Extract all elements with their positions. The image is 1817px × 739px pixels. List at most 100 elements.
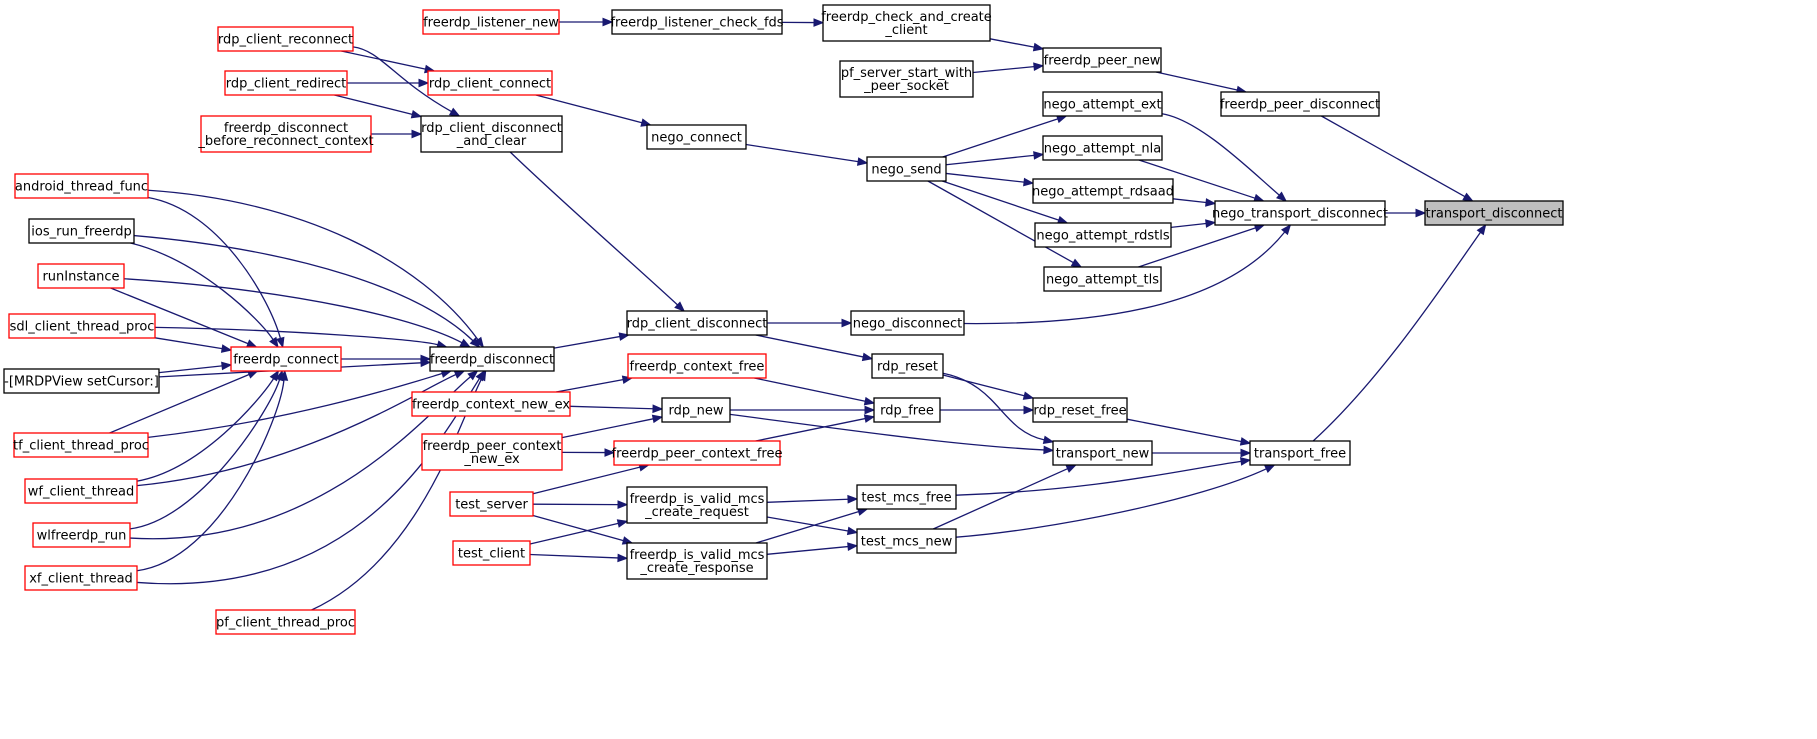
node-test-server[interactable]: test_server: [449, 491, 534, 517]
node-test-client[interactable]: test_client: [452, 540, 531, 566]
node-nego-attempt-nla[interactable]: nego_attempt_nla: [1042, 135, 1163, 161]
node-box: [452, 540, 531, 566]
node-label: android_thread_func: [15, 180, 148, 195]
node-box: [871, 353, 944, 379]
node-box: [1043, 266, 1162, 292]
node-box: [1042, 47, 1162, 73]
node-label: test_mcs_new: [861, 535, 953, 550]
node-box: [37, 263, 125, 289]
arrowhead-icon: [674, 301, 686, 312]
arrowhead-icon: [420, 358, 432, 368]
node-freerdp-is-valid-mcs-create-response[interactable]: freerdp_is_valid_mcs_create_response: [626, 542, 768, 580]
node-freerdp-check-and-create-client[interactable]: freerdp_check_and_create_client: [821, 4, 992, 42]
node-rdp-client-reconnect[interactable]: rdp_client_reconnect: [217, 26, 354, 52]
edge-android_thread_func-to-freerdp_disconnect: [147, 189, 485, 349]
node-rdp-reset-free[interactable]: rdp_reset_free: [1032, 397, 1128, 423]
edge-line: [766, 545, 849, 555]
node-freerdp-peer-disconnect[interactable]: freerdp_peer_disconnect: [1220, 91, 1380, 117]
node-ios-run-freerdp[interactable]: ios_run_freerdp: [28, 218, 135, 244]
node-freerdp-peer-context-new-ex[interactable]: freerdp_peer_context_new_ex: [421, 433, 563, 471]
node-rdp-client-disconnect-and-clear[interactable]: rdp_client_disconnect_and_clear: [420, 115, 563, 153]
node-nego-attempt-tls[interactable]: nego_attempt_tls: [1043, 266, 1162, 292]
arrowhead-icon: [863, 396, 876, 406]
node-wf-client-thread[interactable]: wf_client_thread: [24, 478, 138, 504]
node-freerdp-listener-new[interactable]: freerdp_listener_new: [422, 9, 560, 35]
node-android-thread-func[interactable]: android_thread_func: [14, 173, 149, 199]
node-pf-server-start-with-peer-socket[interactable]: pf_server_start_with_peer_socket: [839, 60, 974, 98]
node-label: nego_attempt_ext: [1043, 98, 1161, 113]
node-freerdp-connect[interactable]: freerdp_connect: [230, 346, 342, 372]
node-wlfreerdp-run[interactable]: wlfreerdp_run: [32, 522, 131, 548]
node-nego-transport-disconnect[interactable]: nego_transport_disconnect: [1212, 200, 1388, 226]
edge-line: [942, 118, 1058, 158]
edges-layer: [109, 17, 1487, 611]
node-freerdp-is-valid-mcs-create-request[interactable]: freerdp_is_valid_mcs_create_request: [626, 486, 768, 524]
node-rdp-free[interactable]: rdp_free: [873, 397, 941, 423]
node-nego-attempt-rdsaad[interactable]: nego_attempt_rdsaad: [1032, 178, 1174, 204]
node-rdp-client-disconnect[interactable]: rdp_client_disconnect: [626, 310, 768, 336]
edge-line: [555, 378, 624, 393]
node-xf-client-thread[interactable]: xf_client_thread: [24, 565, 138, 591]
edge-line: [745, 143, 859, 163]
node-freerdp-peer-new[interactable]: freerdp_peer_new: [1042, 47, 1162, 73]
node-label: freerdp_peer_disconnect: [1220, 98, 1380, 113]
edge-rdp_client_disconnect-to-nego_disconnect: [767, 318, 853, 328]
node-box: [856, 484, 957, 510]
node-box: [611, 9, 783, 35]
node-rdp-client-redirect[interactable]: rdp_client_redirect: [224, 70, 348, 96]
node-freerdp-disconnect-before-reconnect-context[interactable]: freerdp_disconnect_before_reconnect_cont…: [197, 115, 374, 153]
edge-line: [532, 466, 641, 495]
edge-freerdp_context_new_ex-to-rdp_new: [569, 404, 664, 414]
node-nego-connect[interactable]: nego_connect: [646, 124, 747, 150]
node-freerdp-listener-check-fds[interactable]: freerdp_listener_check_fds: [610, 9, 784, 35]
edge-android_thread_func-to-freerdp_connect: [147, 196, 285, 349]
node-label: _before_reconnect_context: [197, 134, 373, 149]
edge-line: [123, 278, 463, 344]
node-transport-new[interactable]: transport_new: [1052, 440, 1153, 466]
node-box: [217, 26, 354, 52]
edge-line: [109, 373, 250, 434]
node-tf-client-thread-proc[interactable]: tf_client_thread_proc: [13, 432, 149, 458]
node-rdp-new[interactable]: rdp_new: [661, 397, 731, 423]
node-pf-client-thread-proc[interactable]: pf_client_thread_proc: [215, 609, 356, 635]
node-label: rdp_client_disconnect: [421, 121, 562, 136]
node-freerdp-peer-context-free[interactable]: freerdp_peer_context_free: [612, 440, 783, 466]
node-nego-attempt-rdstls[interactable]: nego_attempt_rdstls: [1034, 222, 1172, 248]
node-test-mcs-free[interactable]: test_mcs_free: [856, 484, 957, 510]
node-freerdp-context-free[interactable]: freerdp_context_free: [627, 353, 767, 379]
node-nego-send[interactable]: nego_send: [866, 156, 947, 182]
node-nego-attempt-ext[interactable]: nego_attempt_ext: [1042, 91, 1163, 117]
node-transport-disconnect[interactable]: transport_disconnect: [1424, 200, 1564, 226]
node-sdl-client-thread-proc[interactable]: sdl_client_thread_proc: [8, 313, 156, 339]
node-runInstance[interactable]: runInstance: [37, 263, 125, 289]
edge-rdp_free-to-rdp_reset_free: [940, 405, 1035, 415]
edge-line: [942, 372, 1045, 441]
node-label: test_server: [455, 498, 528, 513]
node-mrdpview-setcursor[interactable]: -[MRDPView setCursor:]: [3, 368, 160, 394]
node-box: [28, 218, 135, 244]
node-box: [839, 60, 974, 98]
node-transport-free[interactable]: transport_free: [1249, 440, 1351, 466]
node-rdp-client-connect[interactable]: rdp_client_connect: [427, 70, 553, 96]
node-label: _and_clear: [456, 134, 527, 149]
edge-test_client-to-freerdp_is_valid_mcs_create_response: [529, 553, 629, 563]
node-rdp-reset[interactable]: rdp_reset: [871, 353, 944, 379]
node-box: [850, 310, 965, 336]
edge-line: [1321, 115, 1466, 198]
node-label: rdp_reset_free: [1033, 404, 1126, 419]
arrowhead-icon: [467, 370, 479, 381]
node-nego-disconnect[interactable]: nego_disconnect: [850, 310, 965, 336]
node-label: tf_client_thread_proc: [13, 439, 149, 454]
edge-line: [1172, 198, 1207, 204]
node-label: freerdp_check_and_create: [821, 10, 992, 25]
node-box: [14, 173, 149, 199]
node-box: [230, 346, 342, 372]
node-freerdp-context-new-ex[interactable]: freerdp_context_new_ex: [411, 391, 571, 417]
node-freerdp-disconnect[interactable]: freerdp_disconnect: [429, 346, 555, 372]
node-test-mcs-new[interactable]: test_mcs_new: [856, 528, 957, 554]
edge-rdp_new-to-rdp_free: [730, 405, 876, 415]
node-box: [1042, 135, 1163, 161]
edge-line: [945, 154, 1035, 166]
edge-line: [945, 172, 1025, 183]
edge-rdp_client_redirect-to-rdp_client_connect: [347, 78, 430, 88]
